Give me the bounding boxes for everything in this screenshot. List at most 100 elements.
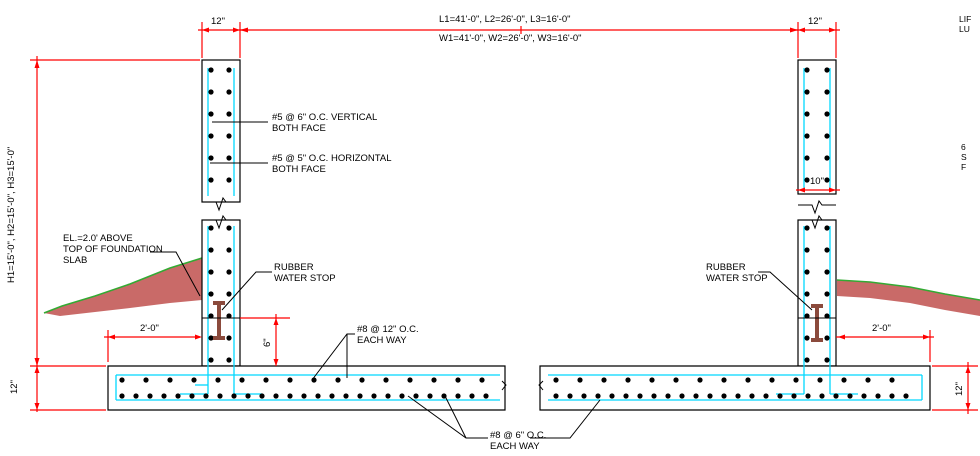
wall-rebar-dot (208, 291, 214, 297)
svg-text:BOTH FACE: BOTH FACE (272, 123, 326, 134)
slab-bottom-rebar-dot (231, 393, 237, 399)
wall-rebar-dot (208, 313, 214, 319)
svg-text:W1=41'-0", W2=26'-0", W3=16'-0: W1=41'-0", W2=26'-0", W3=16'-0" (439, 33, 582, 44)
slab-top-rebar-dot (649, 377, 655, 383)
slab-bottom-rebar-dot (427, 393, 433, 399)
slab-bottom-rebar-dot (455, 393, 461, 399)
svg-text:6": 6" (262, 338, 273, 347)
slab-bottom-rebar-dot (749, 393, 755, 399)
slab-bottom-rebar-dot (735, 393, 741, 399)
wall-rebar-dot (804, 335, 810, 341)
slab-top-rebar-dot (673, 377, 679, 383)
left-rebar (115, 68, 500, 401)
dim-span: L1=41'-0", L2=26'-0", L3=16'-0" W1=41'-0… (240, 14, 798, 44)
wall-rebar-dot (208, 133, 214, 139)
waterstop-left (213, 301, 225, 340)
svg-text:#8 @ 12" O.C.: #8 @ 12" O.C. (357, 324, 419, 335)
slab-top-rebar-dot (167, 377, 173, 383)
dim-wall-height: H1=15'-0", H2=15'-0", H3=15'-0" (6, 56, 200, 370)
slab-bottom-rebar-dot (889, 393, 895, 399)
svg-text:RUBBER: RUBBER (706, 262, 746, 273)
wall-rebar-dot (226, 155, 232, 161)
slab-top-rebar-dot (143, 377, 149, 383)
svg-text:12": 12" (9, 380, 20, 394)
slab-top-rebar-dot (889, 377, 895, 383)
wall-rebar-dot (804, 269, 810, 275)
wall-rebar-dot (208, 357, 214, 363)
dim-right-inner: 10" (796, 176, 840, 193)
wall-rebar-dot (226, 67, 232, 73)
svg-text:#8 @ 6" O.C.: #8 @ 6" O.C. (490, 430, 546, 441)
slab-bottom-rebar-dot (371, 393, 377, 399)
svg-text:WATER STOP: WATER STOP (274, 273, 336, 284)
dim-left-wall-thk: 12" (198, 16, 244, 58)
note-elevation: EL.=2.0' ABOVE TOP OF FOUNDATION SLAB (63, 233, 201, 297)
svg-text:LIF: LIF (959, 14, 971, 24)
wall-rebar-dot (226, 313, 232, 319)
slab-bottom-rebar-dot (581, 393, 587, 399)
wall-rebar-dot (208, 225, 214, 231)
wall-rebar-dot (804, 111, 810, 117)
wall-rebar-dot (824, 357, 830, 363)
earth-fill-right (836, 279, 980, 316)
slab-top-rebar-dot (841, 377, 847, 383)
svg-text:2'-0": 2'-0" (140, 323, 159, 334)
wall-rebar-dot (208, 155, 214, 161)
slab-bottom-rebar-dot (287, 393, 293, 399)
wall-rebar-dot (804, 133, 810, 139)
wall-rebar-dot (226, 225, 232, 231)
slab-top-rebar-dot (359, 377, 365, 383)
wall-rebar-dot (824, 335, 830, 341)
right-rebar (548, 68, 923, 401)
dim-keyway: 6" (240, 314, 290, 366)
dim-slab-right: 12" (932, 362, 978, 414)
wall-rebar-dot (804, 313, 810, 319)
wall-rebar-dot (824, 111, 830, 117)
slab-bottom-rebar-dot (791, 393, 797, 399)
slab-top-rebar-dot (697, 377, 703, 383)
slab-bottom-rebar-dot (833, 393, 839, 399)
slab-bottom-rebar-dot (693, 393, 699, 399)
note-top-bars: #8 @ 12" O.C. EACH WAY (311, 324, 419, 381)
slab-top-rebar-dot (335, 377, 341, 383)
wall-rebar-dot (804, 357, 810, 363)
left-footing (107, 365, 507, 411)
wall-rebar-dot (824, 67, 830, 73)
wall-rebar-dot (804, 225, 810, 231)
wall-rebar-dot (208, 111, 214, 117)
slab-bottom-rebar-dot (357, 393, 363, 399)
slab-top-rebar-dot (865, 377, 871, 383)
wall-rebar-dot (804, 67, 810, 73)
dim-toe-left: 2'-0" (104, 323, 202, 362)
svg-text:WATER STOP: WATER STOP (706, 273, 768, 284)
earth-fill-left (43, 257, 203, 316)
wall-rebar-dot (208, 335, 214, 341)
slab-bottom-rebar-dot (203, 393, 209, 399)
wall-rebar-dot (226, 133, 232, 139)
slab-bottom-rebar-dot (847, 393, 853, 399)
note-waterstop-right: RUBBER WATER STOP (706, 262, 813, 311)
slab-bottom-rebar-dot (217, 393, 223, 399)
slab-bottom-rebar-dot (413, 393, 419, 399)
slab-bottom-rebar-dot (875, 393, 881, 399)
svg-text:BOTH FACE: BOTH FACE (272, 164, 326, 175)
slab-bottom-rebar-dot (245, 393, 251, 399)
svg-text:EACH WAY: EACH WAY (490, 441, 540, 452)
wall-rebar-dot (226, 291, 232, 297)
wall-rebar-dot (824, 313, 830, 319)
slab-top-rebar-dot (239, 377, 245, 383)
wall-rebar-dot (824, 225, 830, 231)
svg-text:L1=41'-0", L2=26'-0", L3=16'-0: L1=41'-0", L2=26'-0", L3=16'-0" (439, 14, 571, 25)
slab-bottom-rebar-dot (469, 393, 475, 399)
slab-bottom-rebar-dot (903, 393, 909, 399)
slab-bottom-rebar-dot (609, 393, 615, 399)
slab-top-rebar-dot (769, 377, 775, 383)
slab-bottom-rebar-dot (805, 393, 811, 399)
slab-bottom-rebar-dot (301, 393, 307, 399)
slab-bottom-rebar-dot (161, 393, 167, 399)
slab-bottom-rebar-dot (259, 393, 265, 399)
svg-text:EACH WAY: EACH WAY (357, 335, 407, 346)
slab-top-rebar-dot (577, 377, 583, 383)
note-vertical-bars: #5 @ 6" O.C. VERTICAL BOTH FACE (212, 112, 377, 134)
slab-bottom-rebar-dot (721, 393, 727, 399)
